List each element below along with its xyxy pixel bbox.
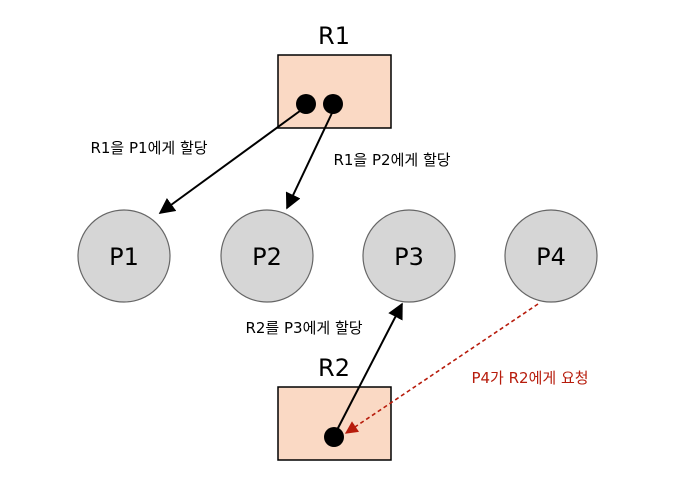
process-p1-node bbox=[77, 209, 171, 303]
assignment-arrow bbox=[336, 302, 403, 431]
edge-r1-p1-label: R1을 P1에게 할당 bbox=[90, 139, 207, 157]
edge-r2-p3: R2를 P3에게 할당 bbox=[245, 302, 403, 431]
process-p4-label: P4 bbox=[536, 243, 566, 271]
process-p1-label: P1 bbox=[109, 243, 139, 271]
process-p3-label: P3 bbox=[394, 243, 424, 271]
process-p1: P1 bbox=[77, 209, 171, 303]
resource-r2-box bbox=[277, 386, 392, 461]
resource-r1-box bbox=[277, 54, 392, 129]
resource-r1-instance-dot bbox=[323, 94, 343, 114]
edge-r1-p2: R1을 P2에게 할당 bbox=[285, 112, 451, 210]
process-p3: P3 bbox=[362, 209, 456, 303]
edge-p4-r2: P4가 R2에게 요청 bbox=[344, 303, 589, 434]
edge-r2-p3-label: R2를 P3에게 할당 bbox=[245, 319, 362, 337]
resource-r2-label: R2 bbox=[318, 354, 350, 382]
edge-p4-r2-label: P4가 R2에게 요청 bbox=[471, 369, 588, 387]
resource-r1-label: R1 bbox=[318, 22, 350, 50]
resource-r2: R2 bbox=[277, 354, 392, 461]
process-p2-node bbox=[220, 209, 314, 303]
resource-r2-instance-dot bbox=[324, 427, 344, 447]
process-p2-label: P2 bbox=[252, 243, 282, 271]
process-p2: P2 bbox=[220, 209, 314, 303]
request-arrow bbox=[344, 303, 539, 434]
edge-r1-p2-label: R1을 P2에게 할당 bbox=[333, 151, 450, 169]
resource-r1: R1 bbox=[277, 22, 392, 129]
assignment-arrow bbox=[158, 107, 305, 214]
process-p4: P4 bbox=[504, 209, 598, 303]
assignment-arrow bbox=[285, 112, 333, 210]
edge-r1-p1: R1을 P1에게 할당 bbox=[90, 107, 305, 214]
process-p3-node bbox=[362, 209, 456, 303]
process-p4-node bbox=[504, 209, 598, 303]
